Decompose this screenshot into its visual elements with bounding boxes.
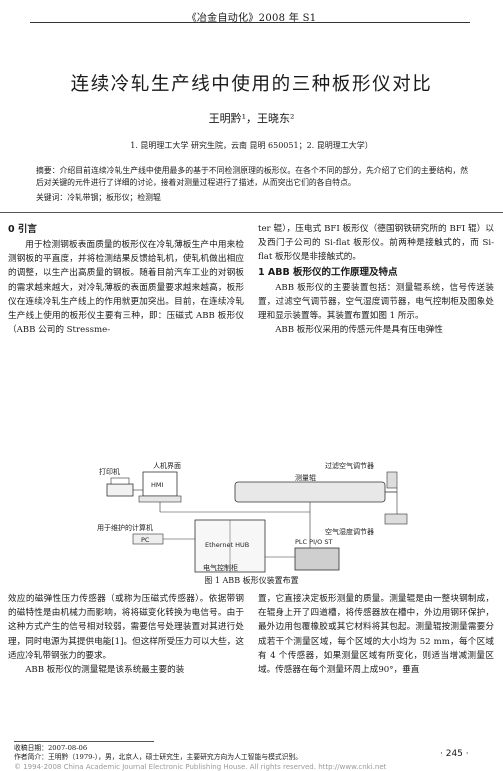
figure-1: 打印机 人机界面 HMI 过滤空气调节器 测量辊 空气湿度调节器 Etherne… [95,461,465,574]
copyright-footer: © 1994-2008 China Academic Journal Elect… [14,763,387,771]
abstract-text: 介绍目前连续冷轧生产线中使用最多的基于不同检测原理的板形仪。在各个不同的部分，先… [36,166,469,187]
intro-paragraph: 用于检测钢板表面质量的板形仪在冷轧薄板生产中用来检测钢板的平直度，并将检测结果反… [8,240,244,336]
abstract-label: 摘要： [36,166,60,175]
footnote-rule [14,741,154,742]
ethernet-label: Ethernet HUB [205,541,249,549]
affiliation: 1. 昆明理工大学 研究生院，云南 昆明 650051；2. 昆明理工大学） [130,141,373,150]
measuring-roll [234,481,386,503]
abstract: 摘要：介绍目前连续冷轧生产线中使用最多的基于不同检测原理的板形仪。在各个不同的部… [36,165,468,189]
bottom-right-paragraph: 置，它直接决定板形测量的质量。测量辊是由一整块钢制成，在辊身上开了四道槽，将传感… [258,594,494,676]
section-0-heading: 0 引言 [8,224,37,235]
right-paragraph-2: ABB 板形仪的主要装置包括：测量辊系统，信号传送装置，过滤空气调节器，空气湿度… [258,282,494,322]
maint-label: 用于维护的计算机 [97,523,153,532]
plc-unit [294,547,340,571]
left-column: 0 引言 用于检测钢板表面质量的板形仪在冷轧薄板生产中用来检测钢板的平直度，并将… [8,222,244,337]
hmi-icon [138,471,182,503]
figure-diagram: 打印机 人机界面 HMI 过滤空气调节器 测量辊 空气湿度调节器 Etherne… [97,461,408,573]
article-title: 连续冷轧生产线中使用的三种板形仪对比 [70,74,433,95]
air-filter-label: 过滤空气调节器 [325,462,374,470]
page-number: · 245 · [440,749,469,759]
bottom-right-column: 置，它直接决定板形测量的质量。测量辊是由一整块钢制成，在辊身上开了四道槽，将传感… [258,592,494,677]
journal-header: 《冶金自动化》2008 年 S1 [186,13,317,24]
keywords-label: 关键词： [36,193,68,202]
plc-label: PLC PI/O ST [295,538,332,546]
printer-icon [106,477,134,497]
keywords-text: 冷轧带钢；板形仪；检测辊 [67,193,161,202]
bottom-left-paragraph: 效应的磁弹性压力传感器（或称为压磁式传感器）。依据带钢的磁特性是由机械力而影响，… [8,594,244,661]
right-paragraph-1: ter 辊），压电式 BFI 板形仪（德国钢铁研究所的 BFI 辊）以及西门子公… [258,224,494,263]
hmi-label: HMI [151,481,163,489]
footnote-author: 作者简介：王明黔（1979-），男，北京人，硕士研究生，主要研究方向为人工智能与… [14,753,303,761]
header-rule [30,22,470,23]
humidity-unit [384,513,408,525]
right-paragraph-3: ABB 板形仪采用的传感元件是具有压电弹性 [275,325,443,336]
air-filter-unit [386,471,398,489]
abstract-rule [0,212,503,213]
bottom-left-column: 效应的磁弹性压力传感器（或称为压磁式传感器）。依据带钢的磁特性是由机械力而影响，… [8,592,244,677]
authors: 王明黔¹，王晓东² [208,112,295,125]
hmi-title-label: 人机界面 [153,462,181,470]
roll-label: 测量辊 [295,473,316,482]
figure-caption: 图 1 ABB 板形仪装置布置 [204,576,299,585]
humidity-label: 空气湿度调节器 [325,527,374,536]
bottom-left-paragraph-2: ABB 板形仪的测量辊是该系统最主要的装 [25,665,185,676]
right-column: ter 辊），压电式 BFI 板形仪（德国钢铁研究所的 BFI 辊）以及西门子公… [258,222,494,337]
cabinet-label: 电气控制柜 [203,563,238,572]
printer-label: 打印机 [99,467,120,476]
section-1-heading: 1 ABB 板形仪的工作原理及特点 [258,266,398,278]
keywords: 关键词：冷轧带钢；板形仪；检测辊 [36,192,468,203]
footnote-received: 收稿日期：2007-08-06 [14,744,88,752]
pc-label: PC [141,536,150,544]
